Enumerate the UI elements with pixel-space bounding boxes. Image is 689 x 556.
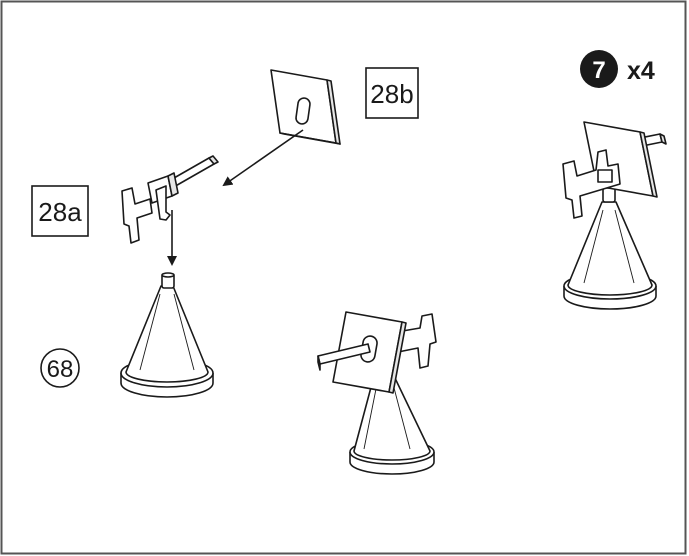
- part-28a-label: 28a: [38, 197, 82, 227]
- part-68-label: 68: [47, 356, 74, 383]
- part-28b-plate: [271, 70, 340, 144]
- part-68-label-circle: 68: [41, 349, 79, 387]
- quantity-label: x4: [627, 57, 655, 85]
- part-28a-label-box: 28a: [32, 186, 88, 236]
- step-number: 7: [592, 57, 605, 84]
- part-28b-label-box: 28b: [366, 68, 418, 118]
- part-28b-label: 28b: [370, 79, 413, 109]
